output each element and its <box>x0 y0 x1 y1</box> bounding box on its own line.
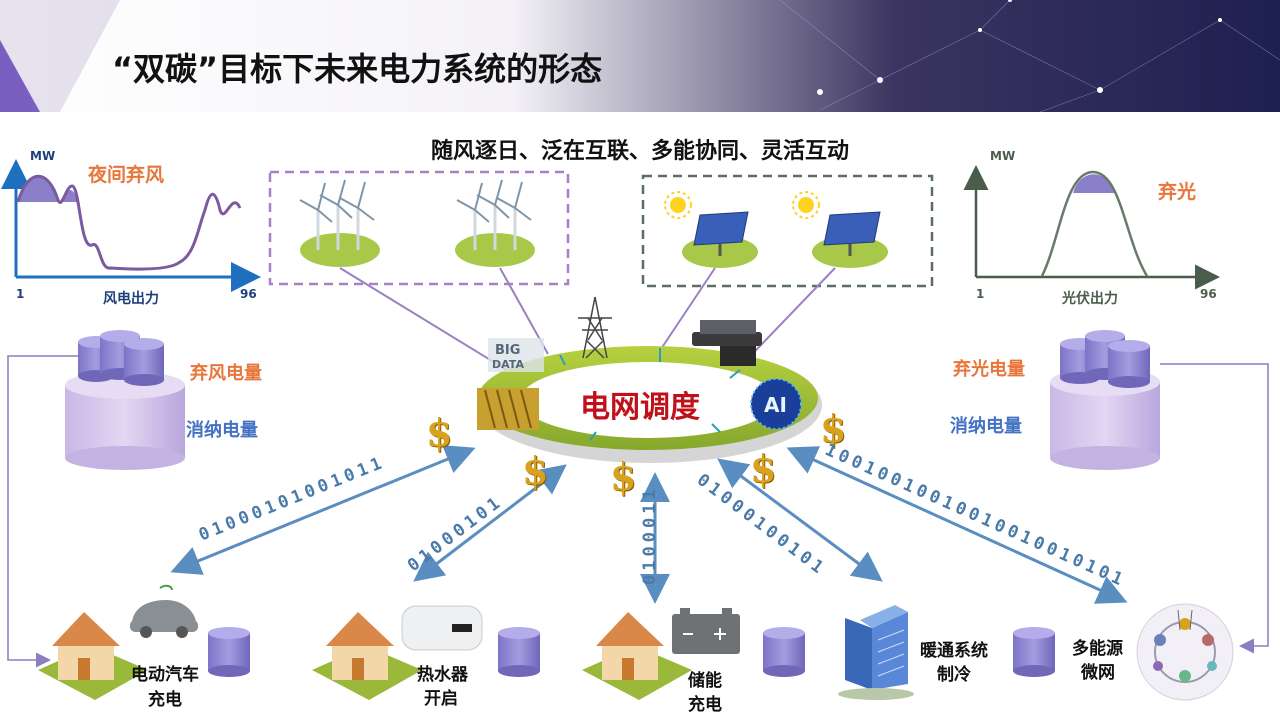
wind-output-chart <box>0 159 261 292</box>
wind-chart-unit: MW <box>30 149 56 163</box>
microgrid-label-line2: 微网 <box>1081 663 1115 683</box>
wind-chart-xlabel: 风电出力 <box>103 291 159 307</box>
dollar-icon: $ <box>750 446 777 491</box>
electric-car-icon <box>130 584 198 638</box>
wind-turbine-group-1 <box>299 179 380 267</box>
water-heater-icon <box>401 605 483 651</box>
office-building-icon <box>838 605 914 700</box>
storage-charging-label-line1: 储能 <box>688 671 722 691</box>
dollar-icon: $ <box>522 448 549 493</box>
svg-text:AI: AI <box>764 393 787 417</box>
solar-panel-group-1 <box>664 191 758 268</box>
ev-charging-label-line2: 充电 <box>148 690 182 710</box>
dollar-icon: $ <box>610 454 637 499</box>
wind-curtailed-energy-label: 弃风电量 <box>190 363 262 384</box>
data-center-icon <box>477 388 539 430</box>
solar-chart-xlabel: 光伏出力 <box>1062 291 1118 307</box>
solar-curtailed-energy-label: 弃光电量 <box>953 359 1025 380</box>
house-icon <box>582 612 692 700</box>
solar-energy-storage <box>1050 330 1160 470</box>
wind-chart-x-start: 1 <box>16 287 25 301</box>
storage-charging-label-line2: 充电 <box>688 695 722 715</box>
transmission-tower-icon <box>578 296 612 359</box>
solar-farm-box <box>641 174 934 288</box>
solar-panel-group-2 <box>792 191 888 268</box>
wind-consumed-energy-label: 消纳电量 <box>186 420 258 441</box>
solar-output-chart <box>963 165 1220 290</box>
house-icon <box>38 612 148 700</box>
load-storage-cylinder <box>1013 627 1055 677</box>
svg-text:DATA: DATA <box>492 358 524 371</box>
control-center-icon <box>692 320 762 366</box>
page-title: “双碳”目标下未来电力系统的形态 <box>112 50 603 88</box>
communication-arrows <box>170 445 1128 604</box>
wind-energy-storage <box>65 330 185 470</box>
grid-dispatch-label: 电网调度 <box>580 390 700 425</box>
dollar-icon: $ <box>820 406 847 451</box>
load-storage-cylinder <box>763 627 805 677</box>
solar-chart-x-start: 1 <box>976 287 985 301</box>
battery-icon <box>672 608 740 654</box>
solar-chart-unit: MW <box>990 149 1016 163</box>
wind-chart-x-end: 96 <box>240 287 257 301</box>
solar-chart-x-end: 96 <box>1200 287 1217 301</box>
solar-consumed-energy-label: 消纳电量 <box>950 416 1022 437</box>
header-decoration <box>0 0 1280 112</box>
wind-farm-box <box>268 170 570 286</box>
big-data-icon: BIG DATA <box>488 338 544 372</box>
microgrid-icon <box>1136 603 1234 701</box>
binary-signal-3: 0100011 <box>640 485 660 585</box>
ev-charging-label-line1: 电动汽车 <box>131 665 199 685</box>
dollar-icon: $ <box>426 410 453 455</box>
solar-curtailment-note: 弃光 <box>1158 181 1197 203</box>
ai-icon: AI <box>750 378 802 430</box>
wind-turbine-group-2 <box>455 179 535 267</box>
dispatch-ring <box>478 346 822 463</box>
wind-curtailment-note: 夜间弃风 <box>88 164 165 186</box>
hvac-cooling-label-line2: 制冷 <box>937 665 971 685</box>
load-storage-cylinder <box>208 627 250 677</box>
house-icon <box>312 612 422 700</box>
svg-text:BIG: BIG <box>495 343 520 358</box>
subtitle: 随风逐日、泛在互联、多能协同、灵活互动 <box>430 139 849 164</box>
header-banner: “双碳”目标下未来电力系统的形态 <box>0 0 1280 112</box>
feedback-lines <box>7 355 1269 668</box>
water-heater-label-line1: 热水器 <box>417 665 468 685</box>
load-storage-cylinder <box>498 627 540 677</box>
microgrid-label-line1: 多能源 <box>1072 639 1123 659</box>
hvac-cooling-label-line1: 暖通系统 <box>920 641 988 661</box>
water-heater-label-line2: 开启 <box>424 689 458 709</box>
